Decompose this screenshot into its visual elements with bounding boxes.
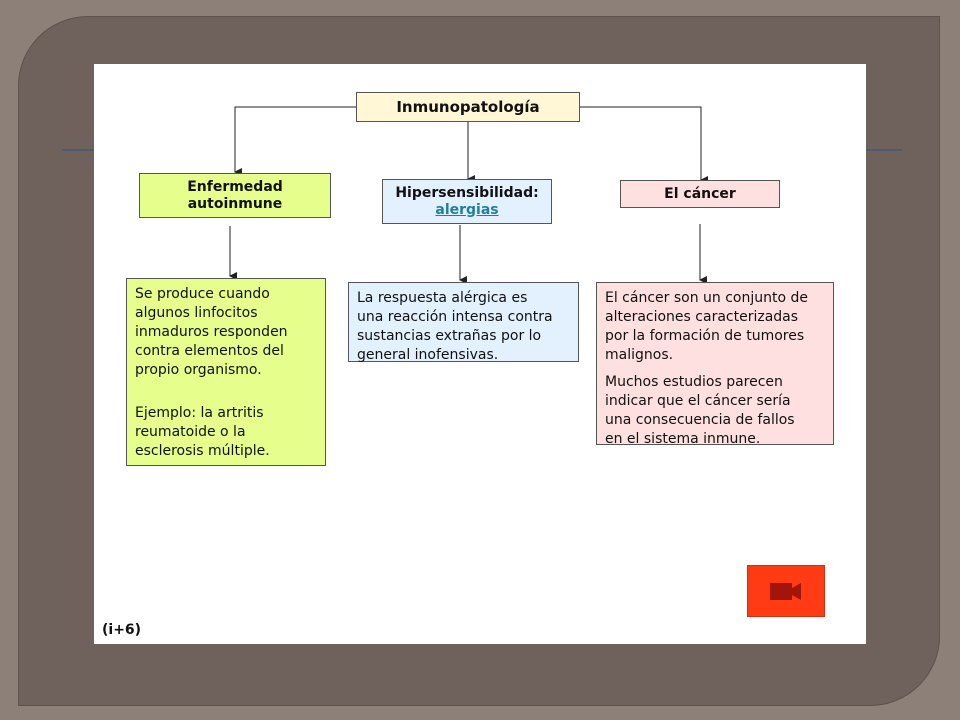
category-autoinmune: Enfermedad autoinmune [139, 173, 331, 218]
category-autoinmune-line1: Enfermedad [187, 178, 283, 195]
camera-icon [770, 583, 801, 600]
alergias-link[interactable]: alergias [435, 201, 499, 218]
category-autoinmune-line2: autoinmune [187, 195, 283, 212]
description-autoinmune-line: contra elementos del [135, 343, 284, 359]
example-autoinmune-line: reumatoide o la [135, 424, 246, 440]
extra-cancer-line: en el sistema inmune. [605, 431, 761, 447]
category-cancer-line1: El cáncer [664, 185, 736, 202]
description-cancer-line: alteraciones caracterizadas [605, 309, 799, 325]
example-autoinmune-line: esclerosis múltiple. [135, 443, 270, 459]
description-alergias-line: general inofensivas. [357, 347, 499, 363]
description-alergias-line: sustancias extrañas por lo [357, 328, 542, 344]
category-hipersensibilidad: Hipersensibilidad: alergias [382, 179, 552, 224]
connector-lines [229, 106, 708, 284]
description-cancer-line: malignos. [605, 347, 674, 363]
extra-cancer-line: una consecuencia de fallos [605, 412, 795, 428]
connector-root-left [234, 106, 356, 176]
description-alergias-line: una reacción intensa contra [357, 309, 553, 325]
description-cancer: El cáncer son un conjunto de alteracione… [596, 282, 834, 447]
description-cancer-line: El cáncer son un conjunto de [605, 290, 809, 306]
extra-cancer-line: Muchos estudios parecen [605, 374, 783, 390]
frame-accent-line-right [866, 149, 902, 151]
description-alergias-line: La respuesta alérgica es [357, 290, 528, 306]
extra-cancer-line: indicar que el cáncer sería [605, 393, 791, 409]
description-cancer-line: por la formación de tumores [605, 328, 805, 344]
connector-root-right [580, 106, 708, 184]
description-autoinmune-line: propio organismo. [135, 362, 262, 378]
description-autoinmune-line: inmaduros responden [135, 324, 288, 340]
description-autoinmune: Se produce cuando algunos linfocitos inm… [126, 278, 326, 466]
category-cancer: El cáncer [620, 180, 780, 208]
root-node: Inmunopatología [356, 92, 580, 122]
description-autoinmune-line: Se produce cuando [135, 286, 270, 302]
description-alergias: La respuesta alérgica es una reacción in… [348, 282, 579, 363]
video-nav-button[interactable] [747, 565, 825, 617]
footer-label: (i+6) [102, 622, 142, 638]
category-hipersensibilidad-line1: Hipersensibilidad: [395, 184, 539, 201]
example-autoinmune-line: Ejemplo: la artritis [135, 405, 264, 421]
diagram-slide: Inmunopatología Enfermedad autoinmune Hi… [94, 64, 866, 644]
frame-accent-line-left [62, 149, 94, 151]
description-autoinmune-line: algunos linfocitos [135, 305, 258, 321]
root-label: Inmunopatología [396, 98, 540, 116]
